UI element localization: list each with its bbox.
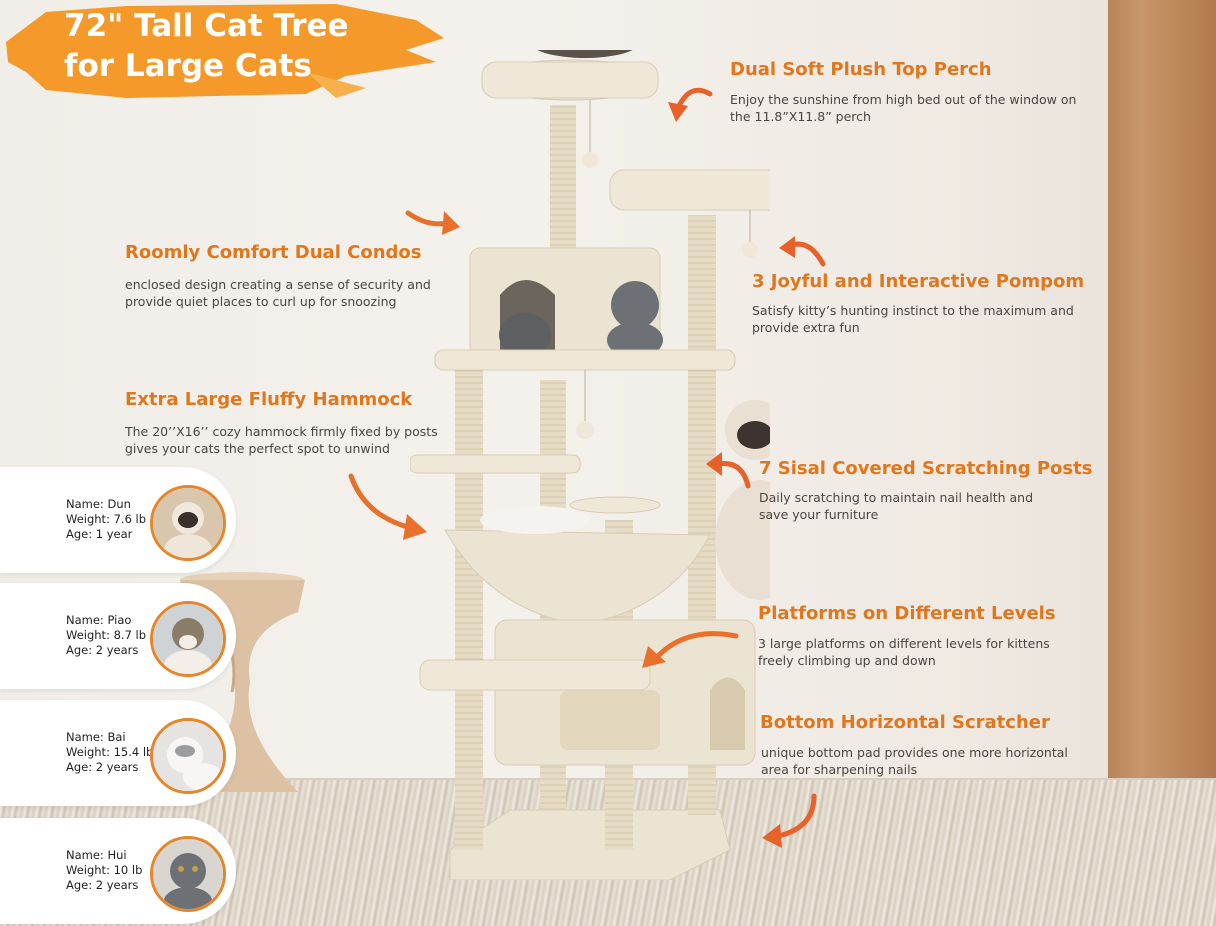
cat-photo	[150, 485, 226, 561]
cat-age: Age: 2 years	[66, 878, 139, 892]
cat-name: Name: Piao	[66, 613, 132, 627]
feature-desc-pompom: Satisfy kitty’s hunting instinct to the …	[752, 303, 1074, 335]
title-line-1: 72" Tall Cat Tree	[64, 8, 349, 44]
cat-photo	[150, 601, 226, 677]
arrow-bottom-scratcher-icon	[762, 793, 817, 848]
cat-card-piao: Name: Piao Weight: 8.7 lb Age: 2 years	[0, 583, 236, 689]
feature-desc-bottom-scratcher: unique bottom pad provides one more hori…	[761, 745, 1068, 777]
cat-tree-image	[410, 50, 770, 880]
feature-heading-condos: Roomly Comfort Dual Condos	[125, 242, 422, 263]
feature-desc-condos: enclosed design creating a sense of secu…	[125, 277, 431, 309]
cat-name: Name: Hui	[66, 848, 127, 862]
feature-heading-bottom-scratcher: Bottom Horizontal Scratcher	[760, 712, 1050, 733]
feature-heading-scratching-posts: 7 Sisal Covered Scratching Posts	[759, 458, 1093, 479]
title-line-2: for Large Cats	[64, 48, 312, 84]
feature-heading-platforms: Platforms on Different Levels	[758, 603, 1056, 624]
cat-card-bai: Name: Bai Weight: 15.4 lb Age: 2 years	[0, 700, 236, 806]
cat-age: Age: 1 year	[66, 527, 133, 541]
cat-info: Name: Hui Weight: 10 lb Age: 2 years	[66, 848, 142, 893]
feature-desc-top-perch: Enjoy the sunshine from high bed out of …	[730, 92, 1077, 124]
arrow-top-perch-icon	[668, 87, 713, 122]
arrow-hammock-icon	[348, 473, 427, 540]
feature-desc-scratching-posts: Daily scratching to maintain nail health…	[759, 490, 1034, 522]
arrow-platforms-icon	[642, 631, 739, 668]
feature-heading-hammock: Extra Large Fluffy Hammock	[125, 389, 413, 410]
cat-info: Name: Piao Weight: 8.7 lb Age: 2 years	[66, 613, 146, 658]
page-title: 72" Tall Cat Tree for Large Cats	[64, 6, 349, 86]
feature-heading-pompom: 3 Joyful and Interactive Pompom	[752, 271, 1085, 292]
arrow-scratching-posts-icon	[706, 452, 751, 489]
cat-name: Name: Dun	[66, 497, 131, 511]
cat-weight: Weight: 10 lb	[66, 863, 143, 877]
arrow-condo-icon	[405, 210, 460, 235]
cat-info: Name: Dun Weight: 7.6 lb Age: 1 year	[66, 497, 146, 542]
feature-desc-platforms: 3 large platforms on different levels fo…	[758, 636, 1050, 668]
cat-name: Name: Bai	[66, 730, 126, 744]
cat-photo	[150, 718, 226, 794]
cat-info: Name: Bai Weight: 15.4 lb Age: 2 years	[66, 730, 153, 775]
cat-photo	[150, 836, 226, 912]
cat-age: Age: 2 years	[66, 643, 139, 657]
cat-card-dun: Name: Dun Weight: 7.6 lb Age: 1 year	[0, 467, 236, 573]
feature-desc-hammock: The 20’’X16’’ cozy hammock firmly fixed …	[125, 424, 438, 456]
cat-card-hui: Name: Hui Weight: 10 lb Age: 2 years	[0, 818, 236, 924]
cat-weight: Weight: 15.4 lb	[66, 745, 154, 759]
wooden-wall-panel	[1108, 0, 1216, 780]
arrow-pompom-icon	[779, 236, 826, 267]
cat-weight: Weight: 7.6 lb	[66, 512, 147, 526]
feature-heading-top-perch: Dual Soft Plush Top Perch	[730, 59, 992, 80]
title-banner-brushstroke	[6, 4, 444, 98]
cat-weight: Weight: 8.7 lb	[66, 628, 147, 642]
cat-age: Age: 2 years	[66, 760, 139, 774]
